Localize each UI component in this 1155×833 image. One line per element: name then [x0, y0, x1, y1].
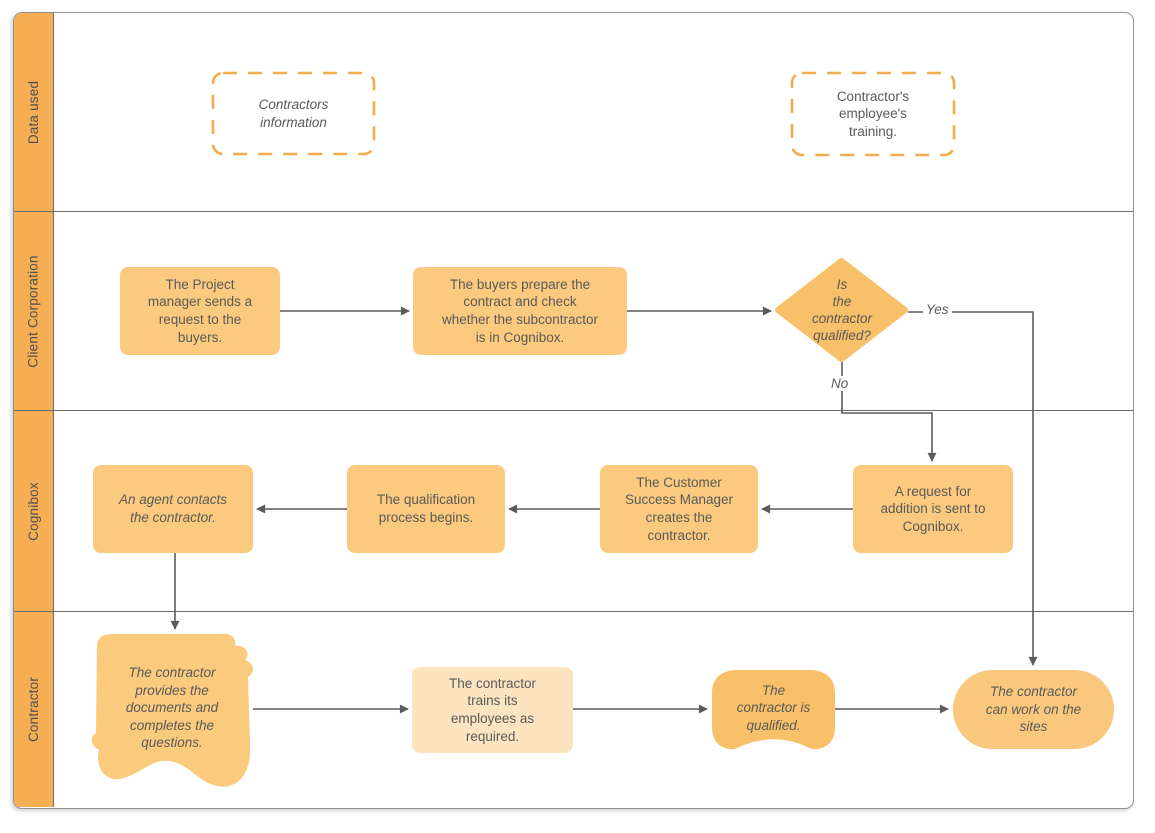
node-request-addition[interactable]: A request for addition is sent to Cognib… [853, 465, 1013, 553]
node-qualification-begins[interactable]: The qualification process begins. [347, 465, 505, 553]
lane-cognibox: Cognibox [14, 411, 1133, 612]
lane-label: Data used [26, 80, 41, 144]
edge-label-yes: Yes [923, 302, 952, 317]
node-project-manager-request[interactable]: The Project manager sends a request to t… [120, 267, 280, 355]
edge-label-no: No [828, 376, 852, 391]
lane-header-contractor[interactable]: Contractor [14, 612, 54, 807]
lane-label: Client Corporation [26, 254, 41, 368]
lane-header-client-corporation[interactable]: Client Corporation [14, 212, 54, 410]
lane-label: Contractor [26, 676, 41, 743]
lane-header-data-used[interactable]: Data used [14, 13, 54, 211]
node-can-work-on-sites[interactable]: The contractor can work on the sites [953, 670, 1114, 749]
lane-client-corporation: Client Corporation [14, 212, 1133, 411]
lane-data-used: Data used [14, 13, 1133, 212]
node-buyers-prepare[interactable]: The buyers prepare the contract and chec… [413, 267, 627, 355]
lane-contractor: Contractor [14, 612, 1133, 807]
node-trains-employees[interactable]: The contractor trains its employees as r… [412, 667, 573, 753]
lane-label: Cognibox [26, 481, 42, 541]
node-agent-contacts[interactable]: An agent contacts the contractor. [93, 465, 253, 553]
lane-header-cognibox[interactable]: Cognibox [14, 411, 54, 611]
node-csm-creates-contractor[interactable]: The Customer Success Manager creates the… [600, 465, 758, 553]
